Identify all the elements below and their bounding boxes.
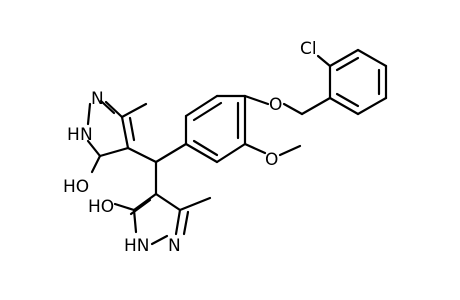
bond-double-inner: [128, 116, 136, 142]
bond: [184, 94, 219, 118]
chlorine-atom-label: Cl: [300, 39, 317, 59]
bond: [328, 48, 360, 68]
bottom-pyrazole-nh-label: HN: [124, 236, 150, 256]
bond-c-oh: [90, 154, 102, 174]
top-pyrazole-nh-label: N: [80, 125, 93, 145]
bond-double-inner: [192, 139, 219, 157]
bond-double-inner: [182, 210, 190, 236]
bond: [184, 142, 219, 164]
methoxy-oxygen-label: O: [265, 150, 278, 170]
bonds: [86, 48, 388, 246]
bond: [126, 146, 158, 164]
atom-labels: Cl O O N H N HO HO HN N: [63, 39, 317, 256]
bond-c-oh: [113, 202, 136, 212]
bond-methyl: [120, 102, 148, 119]
bottom-pyrazole-nitrogen-label: N: [168, 236, 181, 256]
bond: [356, 48, 388, 68]
bond: [120, 115, 130, 150]
bond: [174, 208, 182, 236]
bond-o-aryl: [243, 94, 270, 106]
bond-o-methyl: [278, 144, 302, 157]
bond: [356, 96, 388, 116]
bond: [86, 139, 102, 158]
bond-double-inner: [99, 99, 116, 115]
bond-c-cl: [316, 54, 332, 68]
bond: [154, 192, 182, 212]
bond-double-inner: [335, 92, 360, 108]
bond: [150, 234, 169, 246]
bond: [215, 142, 247, 164]
bond-methyl: [178, 196, 212, 212]
bond-aryl-o: [243, 142, 267, 155]
bond: [328, 96, 360, 116]
bond: [98, 146, 130, 158]
bond: [300, 96, 332, 116]
bond: [86, 102, 92, 126]
bottom-hydroxyl-label: HO: [88, 197, 114, 217]
bond: [132, 208, 138, 234]
bond-double-inner: [335, 56, 360, 72]
bond: [132, 192, 158, 212]
bond: [154, 142, 188, 164]
top-hydroxyl-label: HO: [63, 177, 89, 197]
top-pyrazole-nh-hydrogen-label: H: [67, 125, 80, 145]
ether-oxygen-label: O: [269, 95, 282, 115]
top-pyrazole-nitrogen-label: N: [91, 89, 104, 109]
bond-double-inner: [192, 101, 223, 122]
bond: [104, 100, 124, 119]
bond-ch2-o: [282, 102, 304, 116]
